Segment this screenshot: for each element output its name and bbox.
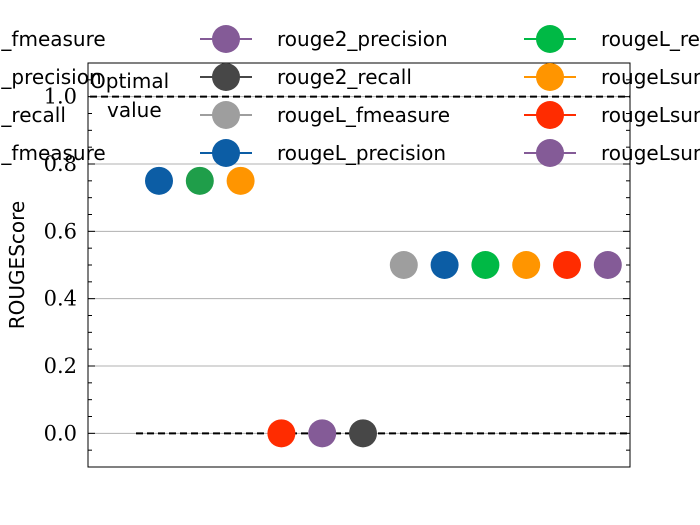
y-tick-label-2: 0.4 <box>44 287 77 311</box>
legend-marker-6 <box>212 101 240 129</box>
legend-marker-4 <box>212 25 240 53</box>
point-rougeL-recall <box>471 251 500 279</box>
y-tick-label-1: 0.2 <box>44 354 77 378</box>
point-rougeLsum-fmeasure <box>512 251 541 279</box>
optimal-label-line2: value <box>107 98 162 122</box>
point-rouge1-recall <box>226 166 255 195</box>
legend-label-7: rougeL_precision <box>277 141 446 165</box>
y-axis-label: ROUGEScore <box>5 201 29 329</box>
point-rougeL-precision <box>430 251 459 279</box>
legend-label-0: rouge1_fmeasure <box>0 27 106 51</box>
data-points <box>145 166 622 448</box>
legend-label-1: rouge1_precision <box>0 65 102 89</box>
point-rougeLsum-precision <box>553 251 581 279</box>
y-tick-label-0: 0.0 <box>44 421 77 445</box>
optimal-label-line1: Optimal <box>90 69 169 93</box>
legend-label-9: rougeLsum_fmeasure <box>601 65 700 89</box>
point-rouge1-precision <box>145 166 173 195</box>
y-tick-label-3: 0.6 <box>44 219 77 243</box>
legend-label-10: rougeLsum_precision <box>601 103 700 127</box>
legend-label-8: rougeL_recall <box>601 27 700 51</box>
legend: rouge1_fmeasure rouge1_precision rouge1_re… <box>0 25 700 167</box>
legend-marker-10 <box>536 101 564 129</box>
point-rouge2-recall <box>349 419 377 448</box>
legend-marker-11 <box>536 139 564 167</box>
legend-label-6: rougeL_fmeasure <box>277 103 450 127</box>
y-tick-label-4: 0.8 <box>44 152 77 176</box>
legend-label-3: rouge2_fmeasure <box>0 141 106 165</box>
point-rouge2-fmeasure <box>267 419 296 448</box>
reference-lines <box>90 95 630 435</box>
legend-marker-9 <box>536 63 564 91</box>
legend-label-5: rouge2_recall <box>277 65 412 89</box>
legend-marker-5 <box>212 63 240 91</box>
optimal-value-label: Optimal value <box>90 69 169 122</box>
legend-label-2: rouge1_recall <box>0 103 66 127</box>
point-rouge2-precision <box>308 419 337 448</box>
legend-label-4: rouge2_precision <box>277 27 448 51</box>
y-tick-label-5: 1.0 <box>44 85 77 109</box>
point-rouge1-fmeasure <box>185 166 214 195</box>
point-rougeLsum-recall <box>593 251 622 279</box>
y-axis-ticks: 0.0 0.2 0.4 0.6 0.8 1.0 <box>44 62 630 468</box>
legend-marker-8 <box>536 25 564 53</box>
legend-marker-7 <box>212 139 240 167</box>
legend-label-11: rougeLsum_recall <box>601 141 700 165</box>
point-rougeL-fmeasure <box>389 251 418 279</box>
